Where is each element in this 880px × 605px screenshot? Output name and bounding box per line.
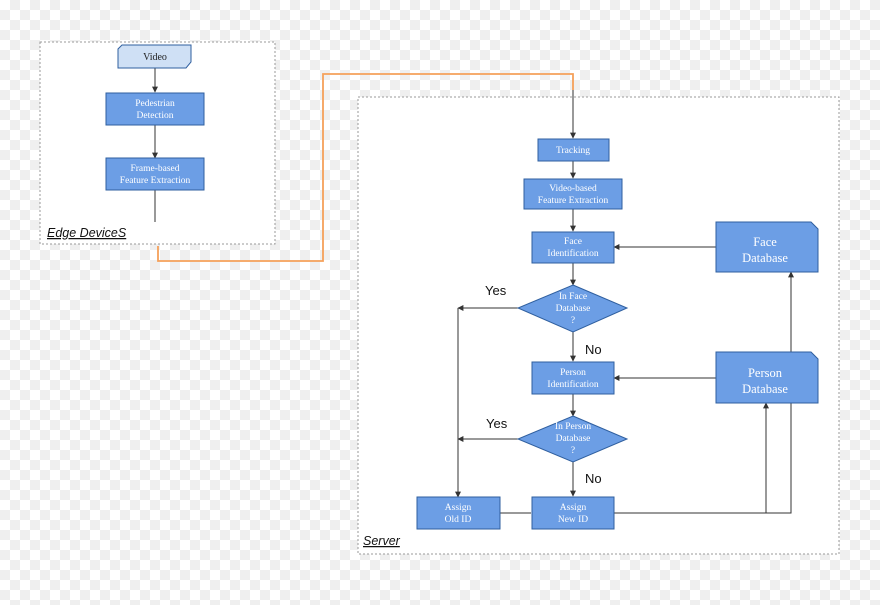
face-database-line-2: Database [742, 251, 788, 265]
person-identification-line-2: Identification [547, 379, 598, 390]
video-node: Video [117, 44, 192, 69]
tracking-node: Tracking [537, 138, 610, 162]
assign-new-line-2: New ID [558, 515, 588, 525]
face-yes-label: Yes [485, 283, 507, 298]
in-person-database-decision: In Person Database ? [516, 415, 629, 463]
in-person-db-line-3: ? [571, 446, 575, 456]
assign-old-line-2: Old ID [445, 515, 472, 525]
in-person-db-line-1: In Person [555, 422, 591, 432]
assign-old-id-node: Assign Old ID [416, 496, 501, 530]
server-region: Server [357, 96, 840, 555]
face-no-label: No [585, 342, 602, 357]
frame-feature-extraction-node: Frame-based Feature Extraction [105, 157, 205, 191]
video-feature-line-2: Feature Extraction [538, 196, 609, 206]
in-face-db-line-3: ? [571, 316, 575, 326]
frame-feature-line-2: Feature Extraction [120, 176, 191, 186]
in-person-db-line-2: Database [556, 434, 591, 444]
assign-new-id-node: Assign New ID [531, 496, 615, 530]
person-database-line-2: Database [742, 382, 788, 396]
in-face-db-line-1: In Face [559, 292, 587, 302]
edge-devices-label: Edge DeviceS [47, 226, 127, 240]
face-identification-line-2: Identification [547, 248, 598, 259]
person-database-line-1: Person [748, 366, 783, 380]
flow-edges [152, 68, 794, 514]
pedestrian-detection-line-1: Pedestrian [135, 99, 175, 109]
video-feature-line-1: Video-based [549, 184, 597, 194]
server-label: Server [363, 534, 401, 548]
person-identification-node: Person Identification [531, 361, 615, 395]
assign-old-line-1: Assign [445, 503, 472, 513]
video-label: Video [143, 52, 167, 63]
face-database-node: Face Database [715, 221, 819, 273]
pedestrian-detection-line-2: Detection [137, 111, 174, 121]
person-database-node: Person Database [715, 351, 819, 404]
in-face-database-decision: In Face Database ? [516, 284, 629, 333]
pedestrian-detection-node: Pedestrian Detection [105, 92, 205, 126]
edge-to-server-link [157, 73, 574, 262]
video-feature-extraction-node: Video-based Feature Extraction [523, 178, 623, 210]
person-no-label: No [585, 471, 602, 486]
face-identification-node: Face Identification [531, 231, 615, 264]
person-yes-label: Yes [486, 416, 508, 431]
in-face-db-line-2: Database [556, 304, 591, 314]
face-identification-line-1: Face [564, 237, 582, 247]
face-database-line-1: Face [753, 235, 777, 249]
person-identification-line-1: Person [560, 368, 586, 378]
assign-new-line-1: Assign [560, 503, 587, 513]
frame-feature-line-1: Frame-based [130, 164, 179, 174]
tracking-label: Tracking [556, 146, 590, 156]
edge-devices-region: Edge DeviceS [39, 41, 276, 245]
